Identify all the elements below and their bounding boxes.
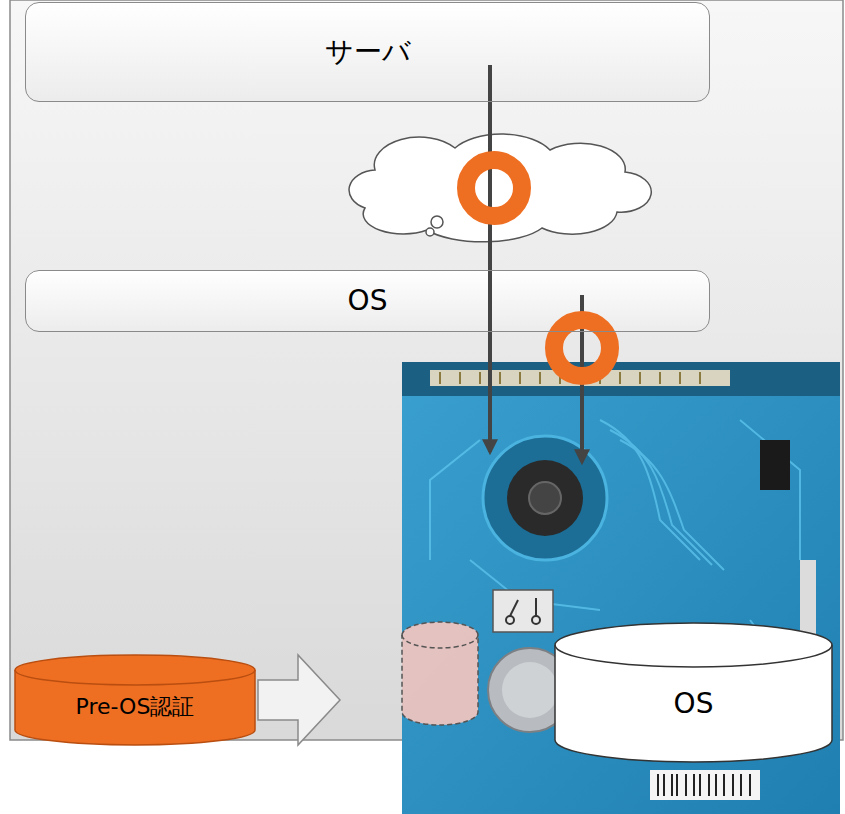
block-arrow: [258, 655, 340, 745]
hdd-board: [402, 362, 840, 814]
os-cylinder: OS: [555, 623, 832, 762]
access-line: [488, 65, 492, 452]
node-label: Pre-OS認証: [76, 694, 195, 720]
os-box: OS: [25, 270, 710, 332]
box-fill: [25, 2, 710, 102]
cloud: [349, 134, 651, 242]
server-box: サーバ: [25, 2, 710, 102]
node-label: OS: [348, 284, 388, 318]
hidden-partition: [402, 622, 478, 725]
node-label: OS: [674, 687, 714, 721]
ok-mark: [466, 160, 522, 216]
auth-cylinder: Pre-OS認証: [15, 655, 255, 745]
ok-mark: [554, 320, 610, 376]
node-label: サーバ: [325, 35, 411, 69]
